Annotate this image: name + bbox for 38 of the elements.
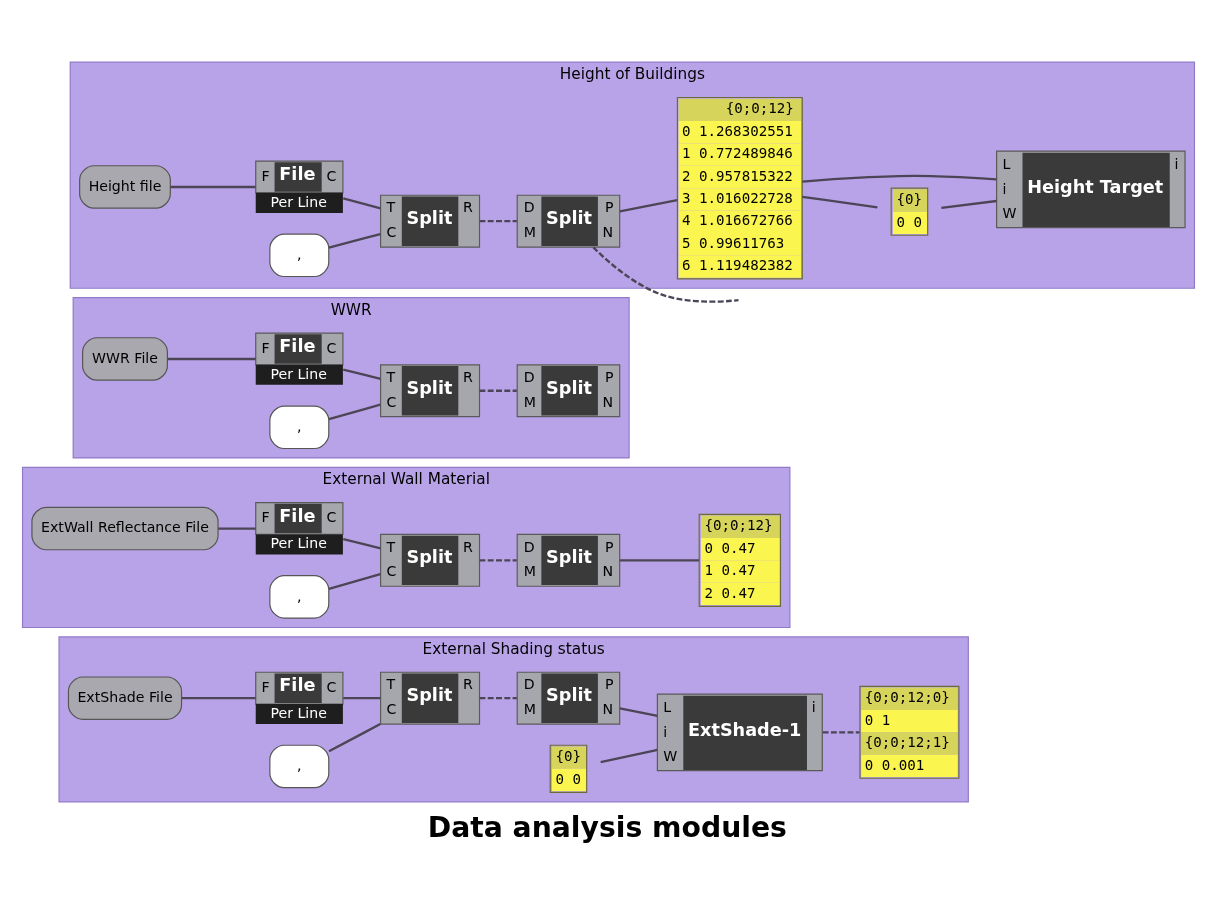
connector [328, 232, 381, 249]
connector [218, 526, 256, 530]
connector [600, 748, 658, 763]
connector [328, 402, 381, 420]
connector [802, 174, 997, 183]
connector [182, 696, 256, 699]
connector [342, 196, 381, 209]
connector [342, 367, 381, 380]
connector [479, 219, 517, 222]
connector [170, 185, 256, 188]
node-box: , [269, 574, 330, 619]
connector [167, 357, 256, 360]
connector [479, 696, 517, 699]
node-box: ExtWall Reflectance File [31, 506, 219, 550]
connector [619, 706, 658, 717]
connector [619, 198, 678, 212]
node-box: Height file [79, 164, 171, 209]
connector [343, 696, 381, 699]
caption: Data analysis modules [427, 810, 787, 844]
node-box: WWR File [82, 336, 168, 381]
connector [802, 195, 878, 209]
node-box: , [269, 744, 330, 788]
connector [592, 246, 739, 303]
node-box: ExtShade File [67, 675, 183, 720]
connector [342, 537, 381, 550]
connector [328, 722, 381, 752]
node-label: Per Line [270, 365, 327, 381]
connector [328, 572, 381, 590]
node-box: , [269, 233, 330, 277]
connector [941, 199, 997, 209]
connector [479, 558, 517, 562]
connector [479, 389, 517, 392]
connector [822, 730, 860, 733]
node-box: , [269, 404, 330, 449]
node-label: Per Line [270, 704, 327, 721]
connector [619, 558, 700, 562]
node-label: Per Line [270, 193, 327, 210]
node-label: Per Line [270, 534, 327, 551]
